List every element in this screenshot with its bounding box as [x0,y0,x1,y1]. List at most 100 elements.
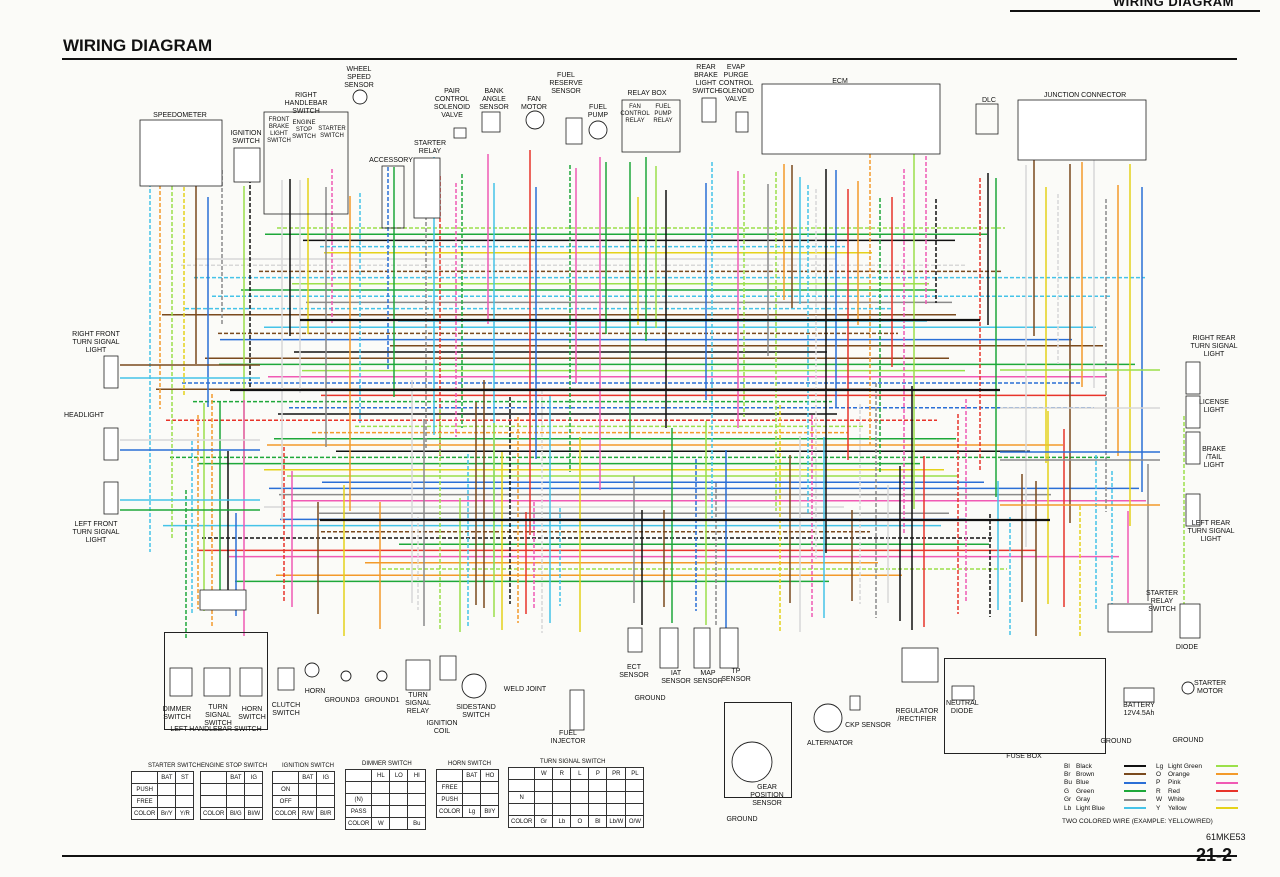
lamp-body [103,427,119,461]
switch-table-cell: COLOR [271,807,300,820]
switch-table-cell [199,771,228,784]
switch-table-cell [588,779,608,792]
legend-color-name: Green [1076,787,1095,795]
battery-body [1123,687,1155,703]
label-clutch-switch: CLUTCH SWITCH [271,702,301,717]
switch-table-cell [534,803,554,816]
switch-table-cell: Lg [462,805,482,818]
legend-abbrev: Lb [1064,804,1072,812]
switch-table-cell [552,803,572,816]
harness-connector-body [199,589,247,611]
switch-table-cell [226,795,246,808]
switch-table-cell: HL [371,769,391,782]
label-wheel-speed-sensor: WHEEL SPEED SENSOR [344,66,374,89]
switch-table-cell: Bl/W [244,807,264,820]
switch-table-cell [371,793,391,806]
lamp-body [1185,431,1201,465]
fuel-injector-body [569,689,585,731]
label-left-handlebar-switch: LEFT HANDLEBAR SWITCH [170,726,262,733]
switch-table-cell: BAT [157,771,177,784]
label-engine-stop-switch: ENGINE STOP SWITCH [292,120,316,140]
switch-table-cell: PUSH [435,793,464,806]
legend-abbrev: O [1156,770,1162,778]
switch-table-cell [175,795,195,808]
starter-relay-switch-body [1107,603,1153,633]
label-pair-valve: PAIR CONTROL SOLENOID VALVE [433,88,471,119]
running-title: WIRING DIAGRAM [1112,0,1234,9]
label-left-rear-turn: LEFT REAR TURN SIGNAL LIGHT [1187,520,1235,543]
switch-table-cell [344,781,373,794]
legend-swatch [1216,773,1238,776]
page-title: WIRING DIAGRAM [63,36,213,55]
legend-color-name: Black [1076,762,1092,770]
switch-table-cell [199,783,228,796]
legend-swatch [1216,781,1238,784]
turn-switch-body [203,667,231,697]
label-bank-angle-sensor: BANK ANGLE SENSOR [479,88,509,111]
lamp-body [1185,493,1201,527]
switch-table-cell: IG [244,771,264,784]
label-dlc: DLC [981,97,996,104]
lamp-body [1185,395,1201,429]
switch-table-cell [389,817,409,830]
label-ecm: ECM [832,78,848,85]
legend-color-name: Orange [1168,770,1190,778]
ignition-coil-body [439,655,457,681]
switch-table-cell [588,791,608,804]
switch-table-cell: PL [625,767,645,780]
switch-table-cell: ST [175,771,195,784]
switch-table-cell: W [371,817,391,830]
switch-table-cell: R/W [298,807,318,820]
label-ground-c: GROUND [1100,738,1132,745]
label-left-front-turn: LEFT FRONT TURN SIGNAL LIGHT [72,521,120,544]
label-iat-sensor: IAT SENSOR [661,670,691,685]
legend-color-name: White [1168,796,1185,804]
alternator-icon [813,703,843,733]
page-number: 21-2 [1195,845,1232,865]
label-fuel-pump-relay: FUEL PUMP RELAY [653,104,673,124]
label-starter-motor: STARTER MOTOR [1193,680,1227,695]
legend-color-name: Blue [1076,779,1090,787]
switch-table-cell [552,791,572,804]
switch-table-cell: Lb [552,815,572,828]
lamp-body [103,355,119,389]
accessory-body [381,165,405,229]
switch-table-cell: O [570,815,590,828]
label-alternator: ALTERNATOR [807,740,853,747]
horn-switch-body [239,667,263,697]
fuse-box-frame [944,658,1106,754]
legend-entry: Bu Blue [1064,779,1150,787]
ect-sensor-body [627,627,643,653]
label-license-light: LICENSE LIGHT [1199,399,1229,414]
switch-table-cell: FREE [435,781,464,794]
switch-table-cell: (N) [344,793,373,806]
switch-table-cell [407,805,427,818]
switch-table-cell: IG [316,771,336,784]
switch-table-cell [534,791,554,804]
switch-table-cell: COLOR [344,817,373,830]
switch-table-cell [588,803,608,816]
label-map-sensor: MAP SENSOR [693,670,723,685]
label-regulator: REGULATOR /RECTIFIER [895,708,939,723]
switch-table-cell: COLOR [507,815,536,828]
legend-swatch [1216,790,1238,793]
switch-table-cell: OFF [271,795,300,808]
label-ground3: GROUND3 [324,697,360,704]
turn-relay-body [405,659,431,691]
header-rule [1010,10,1260,12]
legend-abbrev: Y [1156,804,1161,812]
legend-color-name: Light Blue [1076,804,1105,812]
legend-abbrev: Bu [1064,779,1072,787]
switch-table-cell: L [570,767,590,780]
ground3-icon [340,670,352,682]
switch-table-cell [389,793,409,806]
label-starter-relay-switch: STARTER RELAY SWITCH [1145,590,1179,613]
switch-table-cell: Lb/W [606,815,627,828]
